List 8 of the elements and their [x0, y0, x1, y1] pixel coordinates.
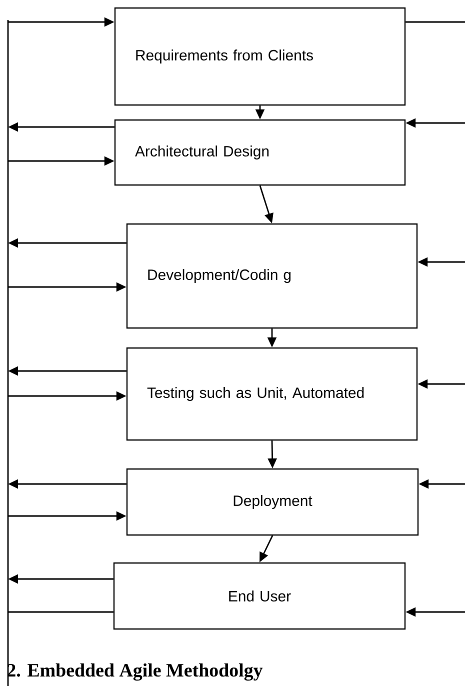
process-box: Deployment [126, 468, 419, 536]
connector-line [8, 611, 114, 613]
process-box: Testing such as Unit, Automated [126, 347, 418, 441]
connector-line [406, 21, 465, 23]
process-box: Requirements from Clients [114, 7, 406, 106]
process-box: End User [113, 562, 406, 630]
process-box: Development/Codin g [126, 223, 418, 329]
process-box: Architectural Design [114, 119, 406, 186]
